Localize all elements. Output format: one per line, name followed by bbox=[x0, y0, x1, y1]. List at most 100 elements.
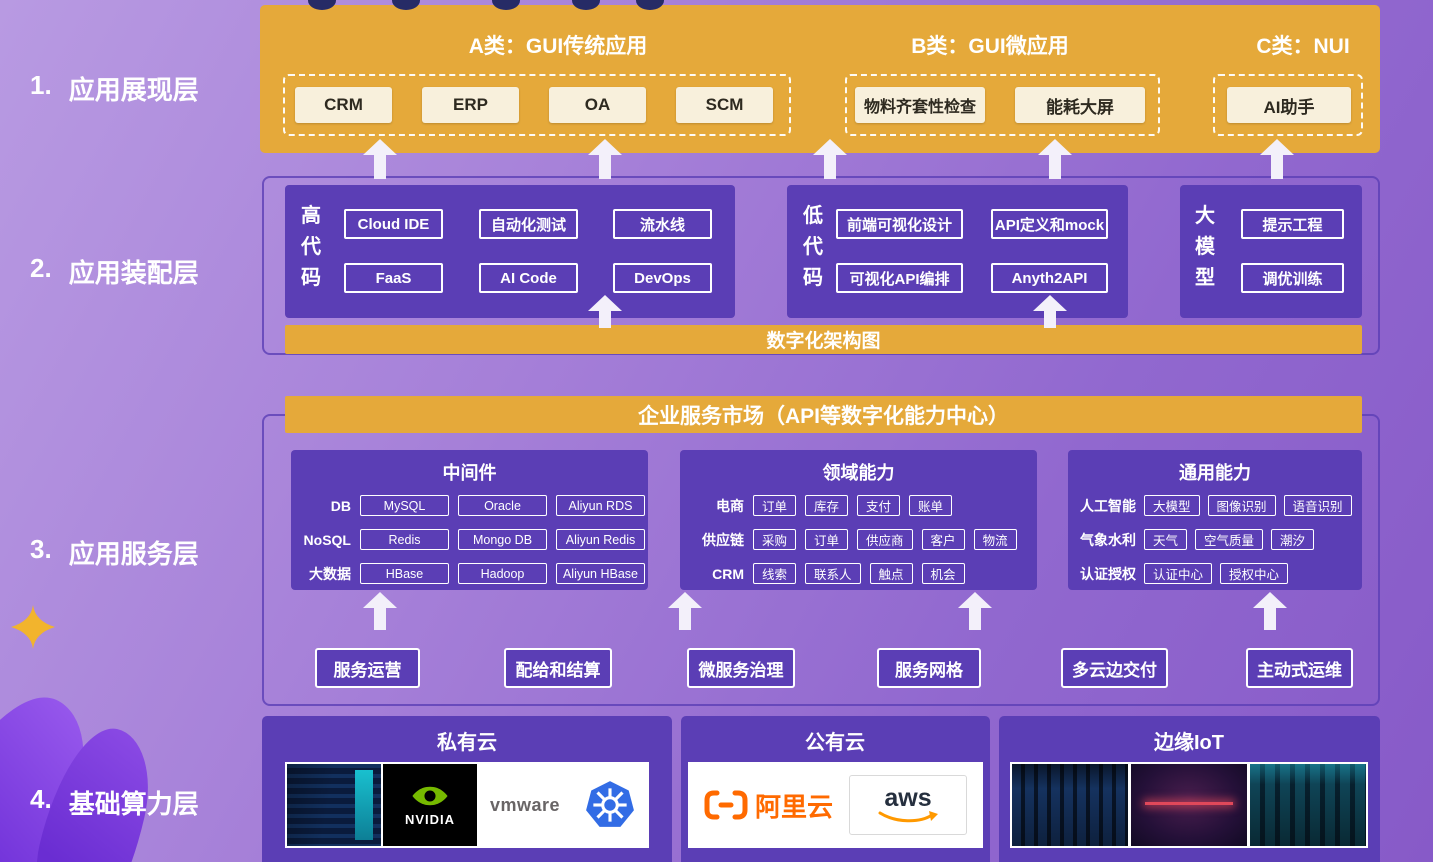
panel-title: 领域能力 bbox=[822, 463, 895, 483]
up-arrow bbox=[363, 592, 397, 630]
aws-logo: aws bbox=[848, 775, 967, 835]
domain-capability-panel: 领域能力 电商 订单 库存 支付 账单 供应链 采购 订单 供应商 客户 物流 … bbox=[680, 450, 1037, 590]
up-arrow bbox=[588, 295, 622, 328]
up-arrow bbox=[1260, 139, 1294, 179]
decorative-dot bbox=[392, 0, 420, 10]
layer-name: 应用装配层 bbox=[68, 258, 199, 288]
capability-chip: 账单 bbox=[909, 495, 953, 516]
private-cloud-title: 私有云 bbox=[437, 732, 497, 754]
capability-chip: 库存 bbox=[805, 495, 849, 516]
capability-chip: 授权中心 bbox=[1220, 563, 1289, 584]
capability-chip: 语音识别 bbox=[1283, 495, 1352, 516]
row-label: 气象水利 bbox=[1080, 531, 1136, 548]
server-room-photo bbox=[1012, 764, 1128, 846]
layer-label-4: 4. 基础算力层 bbox=[30, 784, 199, 821]
tool-prompt-engineering: 提示工程 bbox=[1241, 209, 1344, 239]
capability-chip: 联系人 bbox=[805, 563, 861, 584]
up-arrow bbox=[958, 592, 992, 630]
capability-chip: 潮汐 bbox=[1271, 529, 1315, 550]
class-b-title: B类：GUI微应用 bbox=[911, 35, 1069, 58]
layer-number: 4. bbox=[30, 784, 52, 814]
app-node-energy-screen: 能耗大屏 bbox=[1015, 87, 1145, 123]
aliyun-bracket-icon bbox=[704, 790, 748, 820]
kubernetes-logo bbox=[573, 764, 647, 846]
ops-service-mesh: 服务网格 bbox=[877, 648, 981, 688]
app-node-ai-assistant: AI助手 bbox=[1227, 87, 1351, 123]
decorative-dot bbox=[308, 0, 336, 10]
row-label: 认证授权 bbox=[1080, 565, 1136, 582]
middleware-row-db: DB MySQL Oracle Aliyun RDS bbox=[301, 495, 648, 516]
public-cloud-logos: 阿里云 aws bbox=[688, 762, 983, 848]
general-row-ai: 人工智能 大模型 图像识别 语音识别 bbox=[1078, 495, 1362, 516]
vmware-wordmark: vmware bbox=[489, 794, 561, 815]
aws-wordmark: aws bbox=[884, 784, 932, 812]
large-model-label: 大模型 bbox=[1195, 205, 1215, 289]
edge-iot-title: 边缘IoT bbox=[1154, 732, 1224, 754]
tech-chip: Aliyun RDS bbox=[556, 495, 645, 516]
row-label: 供应链 bbox=[702, 531, 744, 548]
class-c-group bbox=[1213, 74, 1363, 136]
vmware-logo: vmware bbox=[479, 764, 571, 846]
layer-label-3: 3. 应用服务层 bbox=[30, 534, 199, 571]
nvidia-logo: NVIDIA bbox=[383, 764, 477, 846]
kubernetes-helm-icon bbox=[586, 781, 634, 827]
capability-chip: 大模型 bbox=[1144, 495, 1200, 516]
class-a-title: A类：GUI传统应用 bbox=[468, 35, 648, 58]
tech-chip: Aliyun HBase bbox=[556, 563, 645, 584]
tool-ai-code: AI Code bbox=[479, 263, 578, 293]
server-rack-photo bbox=[287, 764, 381, 846]
panel-title: 中间件 bbox=[442, 463, 497, 483]
aliyun-logo: 阿里云 bbox=[704, 787, 833, 824]
app-node-material-check: 物料齐套性检查 bbox=[855, 87, 985, 123]
presentation-layer-box bbox=[260, 5, 1380, 153]
layer-name: 应用服务层 bbox=[68, 539, 199, 569]
layer-label-1: 1. 应用展现层 bbox=[30, 70, 199, 107]
app-node-oa: OA bbox=[549, 87, 646, 123]
capability-chip: 采购 bbox=[753, 529, 797, 550]
row-label: 人工智能 bbox=[1080, 497, 1136, 514]
layer-name: 应用展现层 bbox=[68, 75, 199, 105]
up-arrow bbox=[813, 139, 847, 179]
tech-chip: Mongo DB bbox=[458, 529, 547, 550]
row-label: 大数据 bbox=[309, 565, 351, 582]
aws-smile-icon bbox=[878, 811, 938, 823]
layer-label-2: 2. 应用装配层 bbox=[30, 253, 199, 290]
app-node-scm: SCM bbox=[676, 87, 773, 123]
tool-frontend-visual-design: 前端可视化设计 bbox=[836, 209, 963, 239]
tool-finetune-training: 调优训练 bbox=[1241, 263, 1344, 293]
up-arrow bbox=[1033, 295, 1067, 328]
nvidia-wordmark: NVIDIA bbox=[404, 811, 456, 827]
server-room-photo bbox=[1131, 764, 1247, 846]
layer-number: 1. bbox=[30, 70, 52, 100]
tool-visual-api-orchestration: 可视化API编排 bbox=[836, 263, 963, 293]
capability-chip: 订单 bbox=[753, 495, 797, 516]
domain-row-supplychain: 供应链 采购 订单 供应商 客户 物流 bbox=[690, 529, 1037, 550]
capability-chip: 触点 bbox=[869, 563, 913, 584]
tool-devops: DevOps bbox=[613, 263, 712, 293]
up-arrow bbox=[588, 139, 622, 179]
tool-faas: FaaS bbox=[344, 263, 443, 293]
service-market-banner: 企业服务市场（API等数字化能力中心） bbox=[285, 396, 1362, 433]
panel-title: 通用能力 bbox=[1179, 463, 1251, 483]
app-node-crm: CRM bbox=[295, 87, 392, 123]
layer-number: 2. bbox=[30, 253, 52, 283]
capability-chip: 订单 bbox=[805, 529, 849, 550]
assembly-layer-frame bbox=[262, 176, 1380, 355]
tool-auto-test: 自动化测试 bbox=[479, 209, 578, 239]
general-row-weather: 气象水利 天气 空气质量 潮汐 bbox=[1078, 529, 1362, 550]
capability-chip: 图像识别 bbox=[1207, 495, 1276, 516]
server-room-photo bbox=[1250, 764, 1366, 846]
general-row-auth: 认证授权 认证中心 授权中心 bbox=[1078, 563, 1362, 584]
class-a-group bbox=[283, 74, 791, 136]
ops-multicloud-delivery: 多云边交付 bbox=[1061, 648, 1168, 688]
decorative-dot bbox=[572, 0, 600, 10]
class-b-group bbox=[845, 74, 1160, 136]
public-cloud-title: 公有云 bbox=[805, 732, 865, 754]
tech-chip: Aliyun Redis bbox=[556, 529, 645, 550]
tech-chip: MySQL bbox=[360, 495, 449, 516]
class-c-title: C类：NUI bbox=[1256, 35, 1350, 58]
tool-cloud-ide: Cloud IDE bbox=[344, 209, 443, 239]
layer-name: 基础算力层 bbox=[68, 789, 199, 819]
ops-microservice-governance: 微服务治理 bbox=[687, 648, 795, 688]
